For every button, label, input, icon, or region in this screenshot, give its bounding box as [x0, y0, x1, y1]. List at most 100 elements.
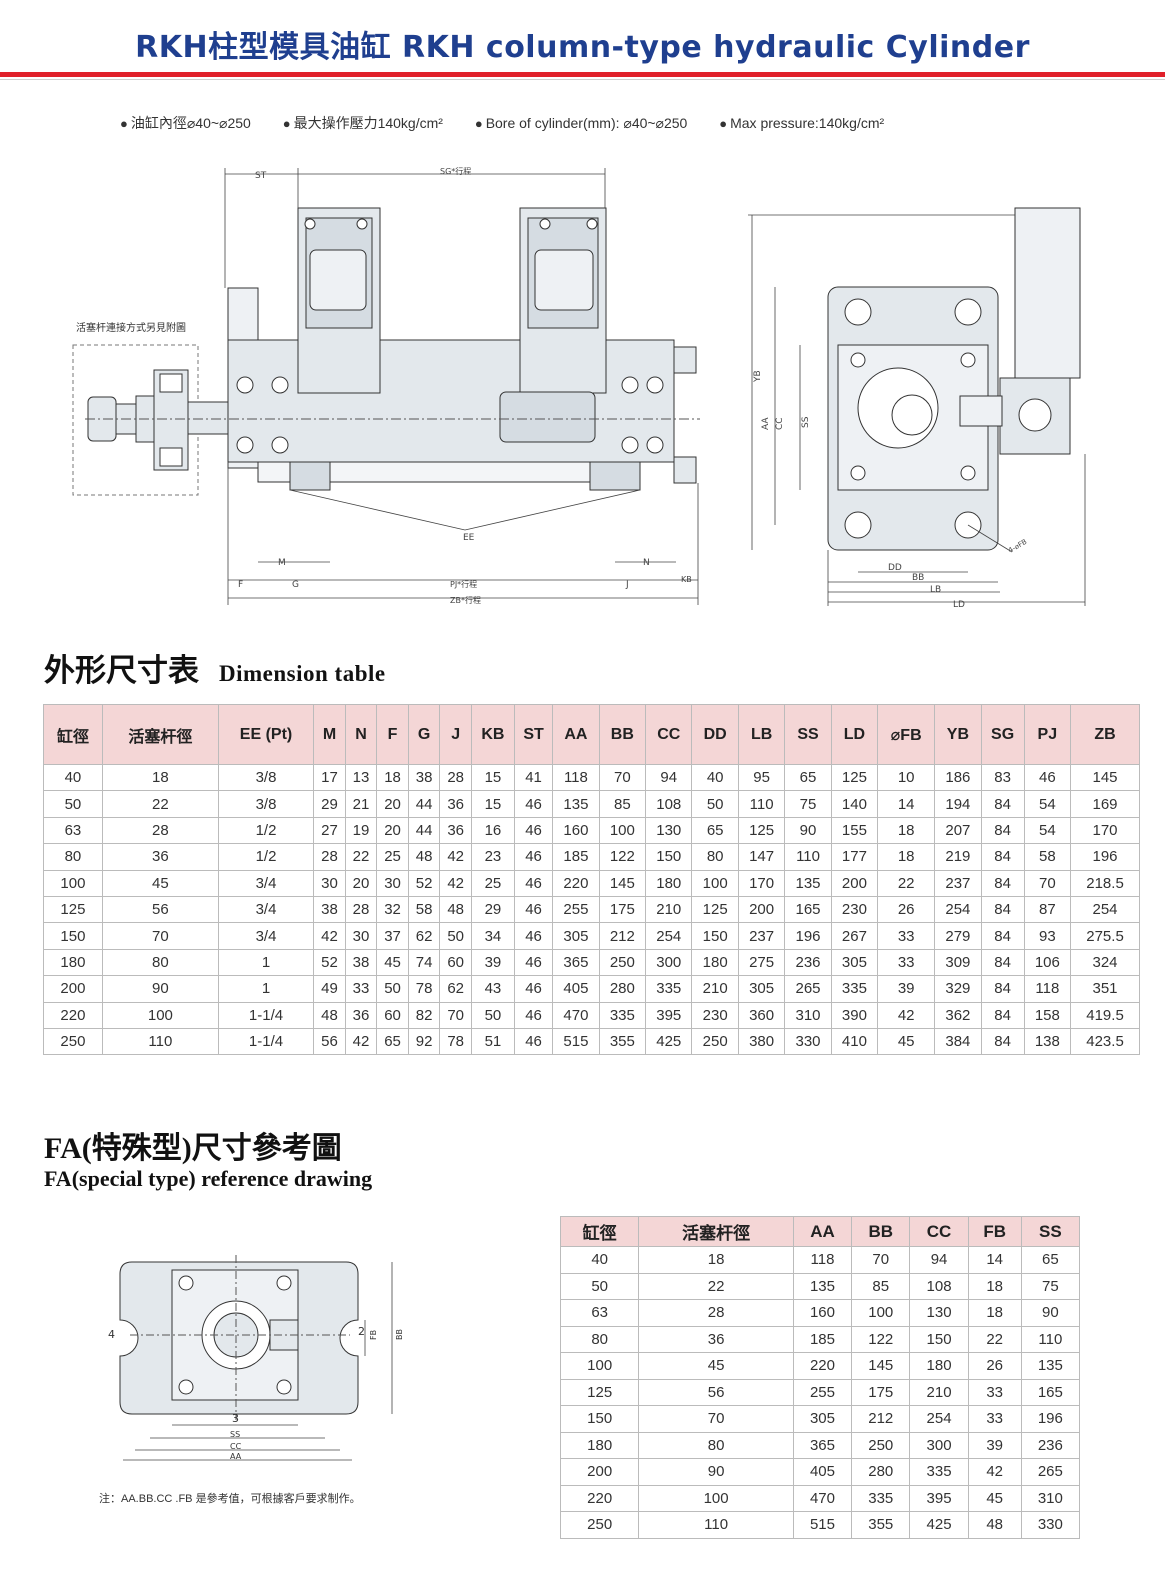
table-cell: 110 — [737, 790, 786, 818]
table-cell: 405 — [552, 975, 600, 1003]
spec-pressure-en: Max pressure:140kg/cm² — [730, 115, 885, 131]
table-cell: 100 — [851, 1299, 911, 1327]
table-cell: 207 — [934, 816, 982, 845]
table-cell: 110 — [784, 843, 832, 871]
table-cell: 34 — [470, 922, 515, 950]
table-cell: 44 — [407, 816, 441, 845]
table-cell: 165 — [784, 895, 832, 924]
label-m: M — [278, 558, 286, 568]
header-divider — [0, 79, 1165, 80]
table-cell: 56 — [638, 1378, 794, 1406]
fa-label-fb: FB — [369, 1330, 378, 1340]
table-cell: 125 — [559, 1378, 640, 1406]
table-cell: 20 — [344, 869, 378, 897]
table-cell: 44 — [407, 790, 441, 818]
table-cell: 18 — [877, 843, 936, 871]
table-cell: 279 — [934, 922, 982, 950]
table-cell: 58 — [1023, 843, 1072, 871]
table-cell: 100 — [598, 816, 647, 845]
table-cell: 45 — [376, 948, 409, 977]
table-cell: 50 — [43, 790, 103, 818]
table-cell: 50 — [691, 790, 739, 818]
fa-label-4: 4 — [108, 1328, 115, 1341]
dim-header-cell: SS — [784, 704, 832, 765]
table-cell: 38 — [344, 948, 378, 977]
table-cell: 20 — [376, 816, 409, 845]
table-cell: 305 — [737, 975, 786, 1003]
table-cell: 200 — [559, 1458, 640, 1486]
table-cell: 39 — [877, 975, 936, 1003]
table-cell: 48 — [967, 1511, 1022, 1539]
table-cell: 37 — [376, 922, 409, 950]
table-cell: 65 — [376, 1027, 409, 1056]
label-cc: CC — [775, 417, 785, 430]
table-cell: 255 — [792, 1378, 853, 1406]
table-cell: 65 — [784, 763, 832, 792]
dimension-title-cn: 外形尺寸表 — [44, 653, 199, 688]
table-cell: 84 — [980, 948, 1025, 977]
label-f: F — [238, 580, 243, 590]
table-cell: 95 — [737, 763, 786, 792]
table-cell: 36 — [101, 843, 219, 871]
dim-header-cell: ZB — [1070, 704, 1140, 765]
bullet-icon: ● — [282, 116, 291, 131]
dim-header-cell: J — [439, 704, 472, 765]
table-cell: 110 — [638, 1511, 794, 1539]
table-cell: 335 — [645, 975, 693, 1003]
table-cell: 45 — [877, 1027, 936, 1056]
table-cell: 75 — [1020, 1272, 1081, 1300]
table-cell: 169 — [1070, 790, 1140, 818]
table-cell: 110 — [1020, 1325, 1081, 1353]
label-pj: PJ*行程 — [450, 579, 477, 589]
table-cell: 52 — [313, 948, 346, 977]
fa-header-cell: 缸徑 — [559, 1216, 640, 1247]
table-cell: 145 — [1070, 763, 1140, 792]
table-cell: 85 — [598, 790, 647, 818]
table-cell: 100 — [43, 869, 103, 897]
label-j: J — [625, 580, 629, 590]
table-cell: 74 — [407, 948, 441, 977]
label-g: G — [292, 580, 299, 590]
dim-header-cell: DD — [691, 704, 739, 765]
table-cell: 250 — [691, 1027, 739, 1056]
table-cell: 78 — [439, 1027, 472, 1056]
table-cell: 84 — [980, 790, 1025, 818]
label-sg: SG*行程 — [440, 166, 471, 176]
table-cell: 265 — [1020, 1458, 1081, 1486]
table-cell: 210 — [691, 975, 739, 1003]
label-dd: DD — [888, 563, 902, 573]
table-cell: 118 — [1023, 975, 1072, 1003]
table-cell: 175 — [851, 1378, 911, 1406]
table-cell: 106 — [1023, 948, 1072, 977]
table-cell: 309 — [934, 948, 982, 977]
table-cell: 125 — [830, 763, 879, 792]
table-cell: 25 — [376, 843, 409, 871]
table-cell: 230 — [691, 1001, 739, 1029]
fa-section-title-cn: FA(特殊型)尺寸參考圖 — [44, 1132, 342, 1165]
table-cell: 125 — [737, 816, 786, 845]
table-cell: 125 — [43, 895, 103, 924]
table-cell: 42 — [344, 1027, 378, 1056]
table-cell: 32 — [376, 895, 409, 924]
table-cell: 94 — [909, 1246, 969, 1274]
dim-header-cell: F — [376, 704, 409, 765]
spec-item: ●油缸內徑⌀40~⌀250 — [120, 115, 265, 131]
table-cell: 220 — [559, 1484, 640, 1512]
bottom-port-nut — [673, 456, 697, 484]
table-cell: 17 — [313, 763, 346, 792]
table-cell: 84 — [980, 975, 1025, 1003]
table-cell: 180 — [909, 1352, 969, 1380]
table-cell: 150 — [43, 922, 103, 950]
table-cell: 39 — [470, 948, 515, 977]
table-cell: 305 — [792, 1405, 853, 1433]
table-cell: 52 — [407, 869, 441, 897]
dim-header-cell: AA — [552, 704, 600, 765]
table-cell: 36 — [439, 816, 472, 845]
fa-header-cell: SS — [1020, 1216, 1081, 1247]
table-cell: 46 — [513, 948, 554, 977]
table-cell: 1 — [217, 975, 315, 1003]
